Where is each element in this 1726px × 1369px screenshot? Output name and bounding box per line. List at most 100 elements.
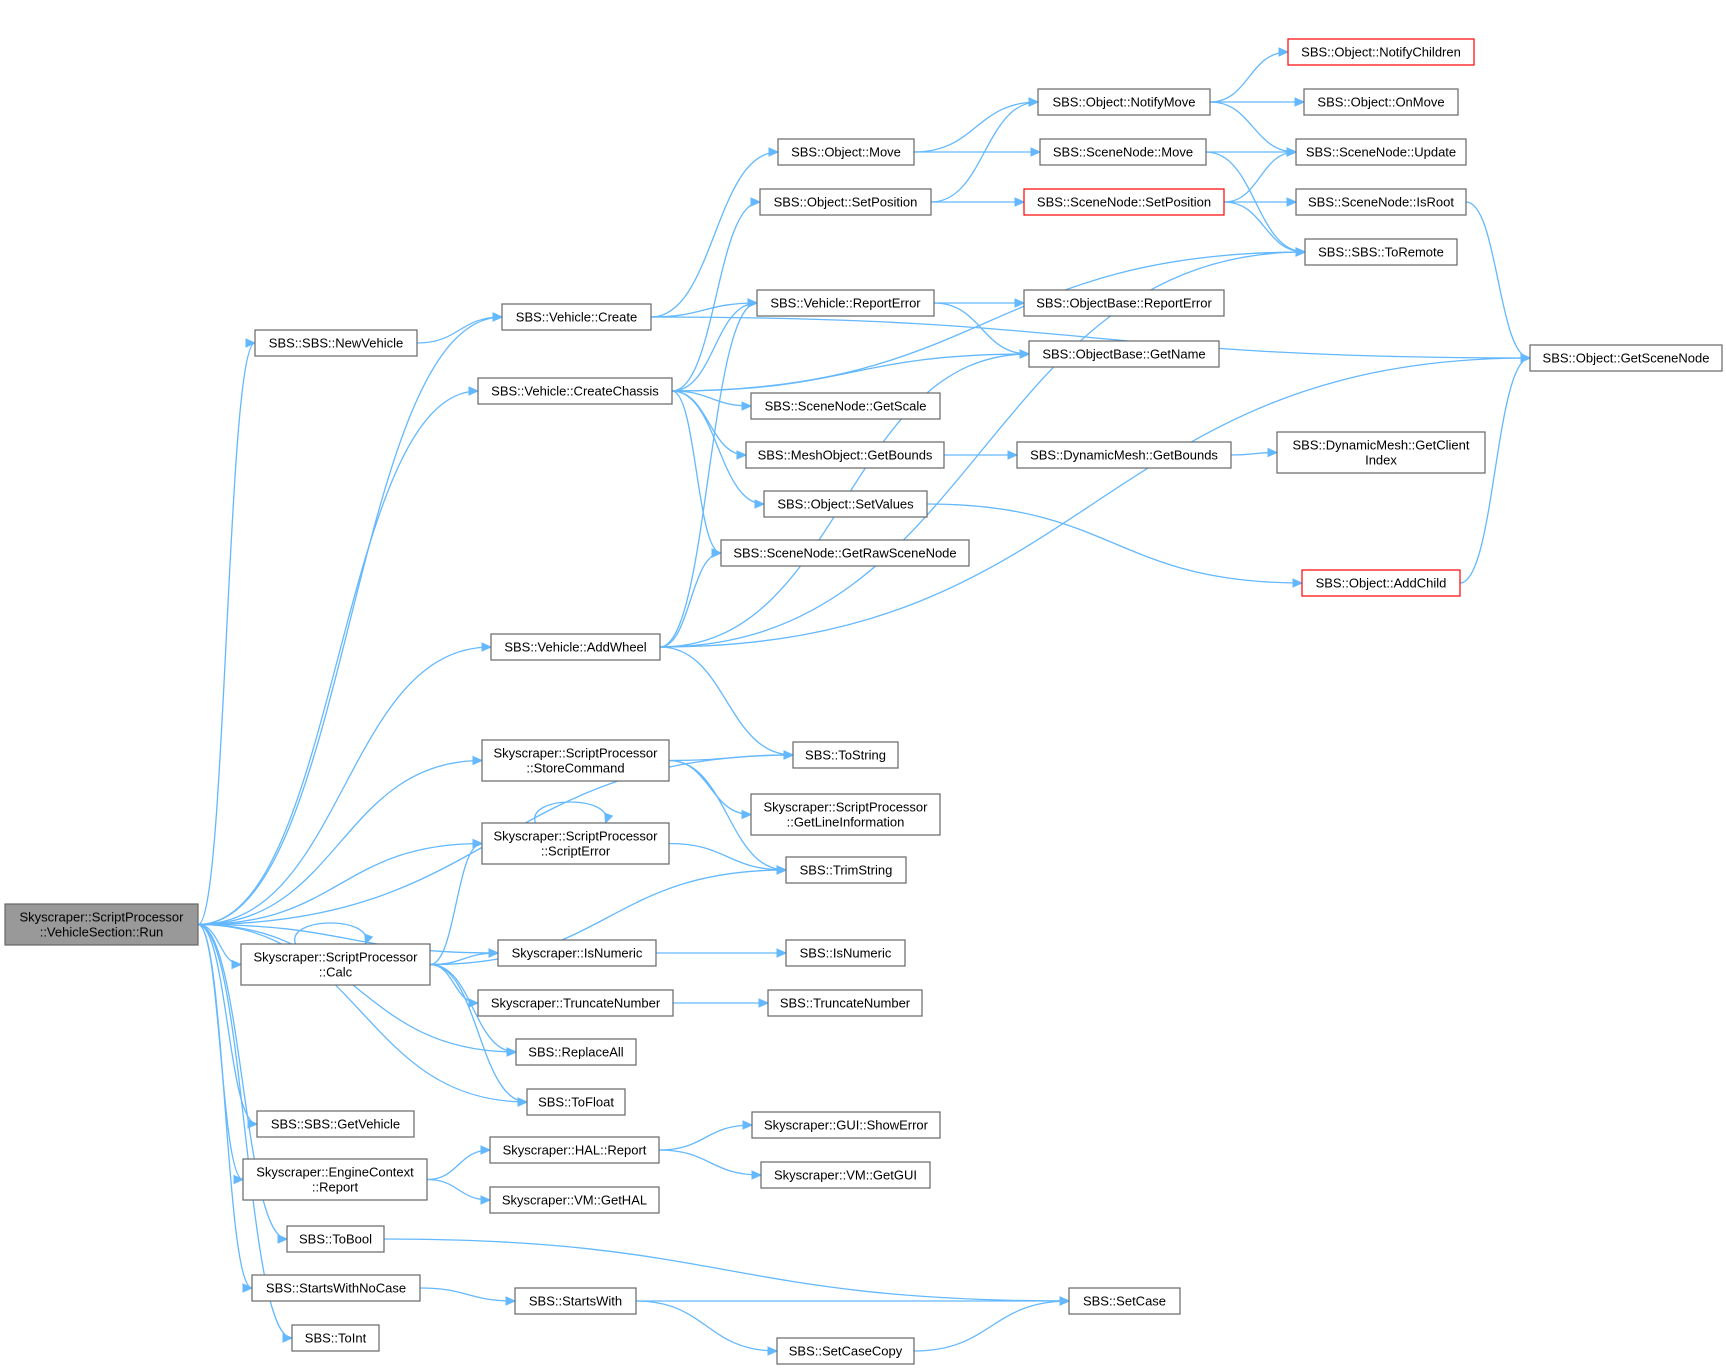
node-sceneSetPosition[interactable]: SBS::SceneNode::SetPosition	[1023, 188, 1225, 216]
node-objSetValues[interactable]: SBS::Object::SetValues	[763, 490, 928, 518]
node-sceneMove[interactable]: SBS::SceneNode::Move	[1039, 138, 1207, 166]
node-toInt[interactable]: SBS::ToInt	[291, 1324, 380, 1352]
arrowhead-meshGetBounds-to-dynGetBounds	[1007, 450, 1019, 460]
node-engineReport[interactable]: Skyscraper::EngineContext::Report	[242, 1158, 428, 1201]
node-label: Skyscraper::ScriptProcessor	[20, 910, 185, 925]
node-box	[291, 1324, 380, 1352]
node-box	[240, 943, 431, 986]
node-box	[251, 1274, 421, 1302]
node-run[interactable]: Skyscraper::ScriptProcessor::VehicleSect…	[4, 903, 199, 946]
node-label: SBS::Vehicle::AddWheel	[504, 640, 646, 655]
arrowhead-run-to-newVehicle	[245, 338, 257, 348]
node-toRemote[interactable]: SBS::SBS::ToRemote	[1304, 238, 1458, 266]
node-label: ::Calc	[319, 965, 353, 980]
arrowhead-skyIsNumeric-to-sbsIsNumeric	[776, 948, 788, 958]
arrowhead-createChassis-to-objSetValues	[754, 499, 766, 509]
node-objNotifyMove[interactable]: SBS::Object::NotifyMove	[1037, 88, 1211, 116]
node-getLineInfo[interactable]: Skyscraper::ScriptProcessor::GetLineInfo…	[750, 793, 941, 836]
arrowhead-run-to-createChassis	[468, 386, 480, 396]
node-box	[776, 1337, 915, 1365]
arrowhead-run-to-engineReport	[233, 1174, 245, 1185]
node-label: SBS::SetCase	[1083, 1294, 1166, 1309]
node-sceneUpdate[interactable]: SBS::SceneNode::Update	[1295, 138, 1467, 166]
node-vehReportError[interactable]: SBS::Vehicle::ReportError	[756, 289, 935, 317]
node-objMove[interactable]: SBS::Object::Move	[777, 138, 915, 166]
node-toFloat[interactable]: SBS::ToFloat	[526, 1088, 626, 1116]
node-label: SBS::IsNumeric	[800, 946, 892, 961]
edge-sceneSetPosition-to-sceneUpdate	[1223, 151, 1297, 203]
node-objBaseGetName[interactable]: SBS::ObjectBase::GetName	[1028, 340, 1220, 368]
node-sceneIsRoot[interactable]: SBS::SceneNode::IsRoot	[1295, 188, 1467, 216]
node-startsWith[interactable]: SBS::StartsWith	[514, 1287, 637, 1315]
arrowhead-objSetPosition-to-objNotifyMove	[1028, 97, 1040, 107]
node-sceneGetScale[interactable]: SBS::SceneNode::GetScale	[750, 392, 941, 420]
node-box	[745, 441, 945, 469]
node-toBool[interactable]: SBS::ToBool	[286, 1225, 385, 1253]
node-objBaseReportError[interactable]: SBS::ObjectBase::ReportError	[1023, 289, 1225, 317]
node-label: Skyscraper::EngineContext	[256, 1165, 414, 1180]
node-createChassis[interactable]: SBS::Vehicle::CreateChassis	[477, 377, 673, 405]
node-calc[interactable]: Skyscraper::ScriptProcessor::Calc	[240, 943, 431, 986]
node-sbsTruncate[interactable]: SBS::TruncateNumber	[767, 989, 923, 1017]
node-label: SBS::Vehicle::CreateChassis	[491, 384, 659, 399]
node-objAddChild[interactable]: SBS::Object::AddChild	[1301, 569, 1461, 597]
node-newVehicle[interactable]: SBS::SBS::NewVehicle	[254, 329, 418, 357]
edge-storeCommand-to-getLineInfo	[668, 759, 752, 816]
node-setCase[interactable]: SBS::SetCase	[1068, 1287, 1181, 1315]
node-objSetPosition[interactable]: SBS::Object::SetPosition	[759, 188, 932, 216]
arrowhead-vehCreate-to-objMove	[768, 147, 780, 157]
arrowhead-createChassis-to-sceneGetScale	[741, 401, 753, 411]
node-objGetSceneNode[interactable]: SBS::Object::GetSceneNode	[1529, 344, 1723, 372]
arrowhead-sceneSetPosition-to-sceneIsRoot	[1286, 197, 1298, 207]
node-vmGetGUI[interactable]: Skyscraper::VM::GetGUI	[760, 1161, 931, 1189]
node-label: Skyscraper::VM::GetHAL	[502, 1193, 647, 1208]
arrowhead-run-to-startsWithNoCase	[242, 1283, 254, 1293]
node-halReport[interactable]: Skyscraper::HAL::Report	[489, 1136, 660, 1164]
arrowhead-objAddChild-to-objGetSceneNode	[1520, 353, 1532, 363]
edge-run-to-replaceAll	[197, 923, 517, 1053]
node-box	[785, 939, 906, 967]
arrowhead-run-to-toInt	[282, 1333, 294, 1343]
node-sceneGetRaw[interactable]: SBS::SceneNode::GetRawSceneNode	[720, 539, 970, 567]
edge-storeCommand-to-trimString	[668, 759, 787, 871]
node-label: SBS::TrimString	[800, 863, 893, 878]
edge-addWheel-to-toRemote	[659, 251, 1306, 648]
node-skyTruncate[interactable]: Skyscraper::TruncateNumber	[477, 989, 674, 1017]
node-objNotifyChildren[interactable]: SBS::Object::NotifyChildren	[1287, 38, 1475, 66]
edge-objAddChild-to-objGetSceneNode	[1459, 357, 1531, 584]
edge-createChassis-to-objBaseGetName	[671, 353, 1030, 392]
node-skyIsNumeric[interactable]: Skyscraper::IsNumeric	[497, 939, 657, 967]
node-box	[777, 138, 915, 166]
node-replaceAll[interactable]: SBS::ReplaceAll	[515, 1038, 637, 1066]
node-guiShowError[interactable]: Skyscraper::GUI::ShowError	[751, 1111, 941, 1139]
edge-run-to-scriptError	[197, 842, 483, 926]
node-objOnMove[interactable]: SBS::Object::OnMove	[1303, 88, 1459, 116]
node-box	[514, 1287, 637, 1315]
node-label: SBS::ReplaceAll	[528, 1045, 623, 1060]
arrowhead-storeCommand-to-getLineInfo	[741, 809, 753, 820]
node-scriptError[interactable]: Skyscraper::ScriptProcessor::ScriptError	[481, 822, 670, 865]
edge-addWheel-to-vehReportError	[659, 302, 758, 648]
arrowhead-calc-to-skyIsNumeric	[488, 948, 500, 958]
arrowhead-run-to-storeCommand	[472, 755, 484, 766]
node-setCaseCopy[interactable]: SBS::SetCaseCopy	[776, 1337, 915, 1365]
node-label: SBS::SceneNode::GetScale	[765, 399, 927, 414]
node-box	[1287, 38, 1475, 66]
node-storeCommand[interactable]: Skyscraper::ScriptProcessor::StoreComman…	[481, 739, 670, 782]
edge-run-to-addWheel	[197, 646, 492, 926]
node-dynGetBounds[interactable]: SBS::DynamicMesh::GetBounds	[1016, 441, 1232, 469]
node-addWheel[interactable]: SBS::Vehicle::AddWheel	[490, 633, 661, 661]
edge-halReport-to-guiShowError	[658, 1124, 753, 1151]
node-vmGetHAL[interactable]: Skyscraper::VM::GetHAL	[489, 1186, 660, 1214]
node-meshGetBounds[interactable]: SBS::MeshObject::GetBounds	[745, 441, 945, 469]
node-startsWithNoCase[interactable]: SBS::StartsWithNoCase	[251, 1274, 421, 1302]
node-getVehicle[interactable]: SBS::SBS::GetVehicle	[256, 1110, 415, 1138]
arrowhead-calc-to-calc	[364, 933, 374, 946]
node-label: SBS::SceneNode::GetRawSceneNode	[733, 546, 956, 561]
node-label: SBS::ObjectBase::ReportError	[1036, 296, 1212, 311]
node-vehCreate[interactable]: SBS::Vehicle::Create	[501, 303, 652, 331]
node-trimString[interactable]: SBS::TrimString	[785, 856, 907, 884]
node-toString[interactable]: SBS::ToString	[792, 741, 899, 769]
node-sbsIsNumeric[interactable]: SBS::IsNumeric	[785, 939, 906, 967]
